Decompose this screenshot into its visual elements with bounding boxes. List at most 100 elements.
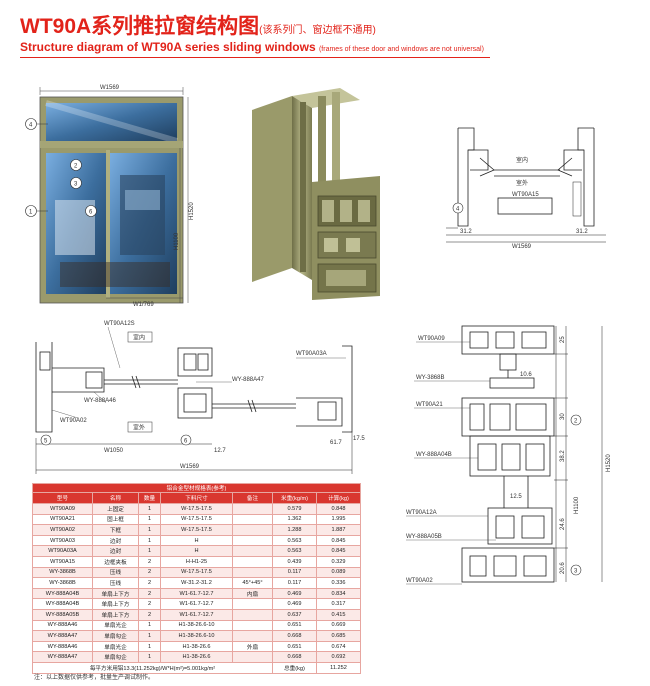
page-title: WT90A系列推拉窗结构图(该系列门、窗边框不通用) (20, 10, 376, 40)
col-name: 名称 (92, 492, 139, 504)
hsec-dim-12-7: 12.7 (214, 448, 226, 454)
table-footer-total-value: 11.252 (316, 661, 361, 674)
elev-width-label: W1569 (100, 85, 120, 91)
hsec-room-out-box (127, 421, 153, 433)
col-kgm: 米重(kg/m) (272, 492, 317, 504)
table-header: 型号 名称 数量 下料尺寸 备注 米重(kg/m) 计算(kg) (32, 492, 361, 504)
hsec-room-in: 室内 (133, 334, 145, 342)
hsec-room-in-box (127, 331, 153, 343)
col-cut: 下料尺寸 (160, 492, 233, 504)
vsec-total-dim: W1569 (512, 244, 532, 250)
svg-text:6: 6 (184, 439, 188, 445)
elev-callout-6: 6 (85, 205, 97, 217)
hsec-callout-5: 5 (40, 434, 52, 446)
svg-text:4: 4 (29, 123, 33, 129)
svg-text:6: 6 (89, 210, 93, 216)
vertical-section-top (446, 127, 606, 243)
svg-text:5: 5 (44, 439, 48, 445)
rsec-dim-20-6: 20.6 (560, 562, 566, 574)
rsec-label-wy888a04b: WY-888A04B (416, 452, 452, 458)
hsec-dim-17-5: 17.5 (353, 436, 365, 442)
hsec-label-wt90a12s: WT90A12S (104, 321, 135, 327)
vsec-room-out: 室外 (516, 179, 528, 187)
hsec-label-wt90a03a: WT90A03A (296, 351, 327, 357)
rsec-dim-h1100: H1100 (574, 496, 580, 514)
elev-callout-1: 1 (25, 205, 48, 217)
hsec-room-out: 室外 (133, 424, 145, 432)
rsec-dim-10-6: 10.6 (520, 372, 532, 378)
rsec-dim-12-5: 12.5 (510, 494, 522, 500)
vertical-section-right (461, 325, 603, 583)
col-qty: 数量 (138, 492, 161, 504)
svg-text:2: 2 (74, 164, 78, 170)
footnote: 注：以上数据仅供参考，批量生产调试制作。 (34, 675, 155, 681)
vsec-room-in: 室内 (516, 156, 528, 164)
col-note: 备注 (232, 492, 273, 504)
table-footer-row: 每平方米用铝13.3(11.252kg)/W*H(m²)=5.001kg/m² … (32, 661, 361, 674)
rsec-callout-2: 2 (570, 414, 582, 426)
window-elevation: W1569 H1520 H1100 W1/769 4 2 3 6 1 (25, 85, 195, 308)
hsec-label-wy888a46: WY-888A46 (84, 398, 116, 404)
title-divider (20, 57, 490, 58)
hsec-dim-w1569: W1569 (180, 464, 200, 470)
rsec-label-wy3868b: WY-3868B (416, 375, 444, 381)
table-caption: 铝合金型材规格表(参考) (32, 483, 361, 493)
svg-text:4: 4 (456, 207, 460, 213)
rsec-dim-38-2: 38.2 (560, 450, 566, 462)
vsec-right-dim: 31.2 (576, 229, 588, 235)
title-note: (该系列门、窗边框不通用) (259, 25, 376, 36)
elev-callout-2: 2 (70, 159, 82, 171)
elev-callout-4: 4 (25, 118, 48, 130)
hsec-dim-w1050: W1050 (104, 448, 124, 454)
title-main: WT90A系列推拉窗结构图 (20, 15, 260, 38)
rsec-label-wt90a09: WT90A09 (418, 336, 445, 342)
elev-sash-width: W1/769 (133, 302, 154, 308)
vsec-profile-label: WT90A15 (512, 192, 539, 198)
svg-text:2: 2 (574, 419, 578, 425)
elev-inner-height: H1100 (174, 232, 180, 250)
rsec-dim-30: 30 (560, 413, 566, 420)
rsec-dim-h1520: H1520 (606, 454, 612, 472)
svg-text:3: 3 (74, 182, 78, 188)
rsec-label-wt90a12a: WT90A12A (406, 510, 437, 516)
profile-spec-table: 铝合金型材规格表(参考) 型号 名称 数量 下料尺寸 备注 米重(kg/m) 计… (32, 483, 361, 674)
rsec-callout-3: 3 (570, 564, 582, 576)
vsec-callout-4: 4 (452, 202, 464, 214)
rsec-label-wt90a02: WT90A02 (406, 578, 433, 584)
col-kg: 计算(kg) (316, 492, 361, 504)
col-model: 型号 (32, 492, 93, 504)
hsec-dim-61-7: 61.7 (330, 440, 342, 446)
horizontal-section (35, 342, 353, 474)
profile-3d (252, 88, 380, 300)
subtitle-note: (frames of these door and windows are no… (318, 46, 484, 53)
hsec-label-wy888a47: WY-888A47 (232, 377, 264, 383)
svg-text:3: 3 (574, 569, 578, 575)
rsec-dim-25: 25 (560, 336, 566, 343)
hsec-callout-6: 6 (180, 434, 192, 446)
elev-height-label: H1520 (189, 202, 195, 220)
rsec-dim-24-6: 24.6 (560, 518, 566, 530)
vsec-left-dim: 31.2 (460, 229, 472, 235)
elev-callout-3: 3 (70, 177, 82, 189)
svg-text:1: 1 (29, 210, 33, 216)
subtitle-main: Structure diagram of WT90A series slidin… (20, 40, 316, 54)
hsec-label-wt90a02: WT90A02 (60, 418, 87, 424)
table-footer-total-label: 总重(kg) (272, 661, 317, 674)
